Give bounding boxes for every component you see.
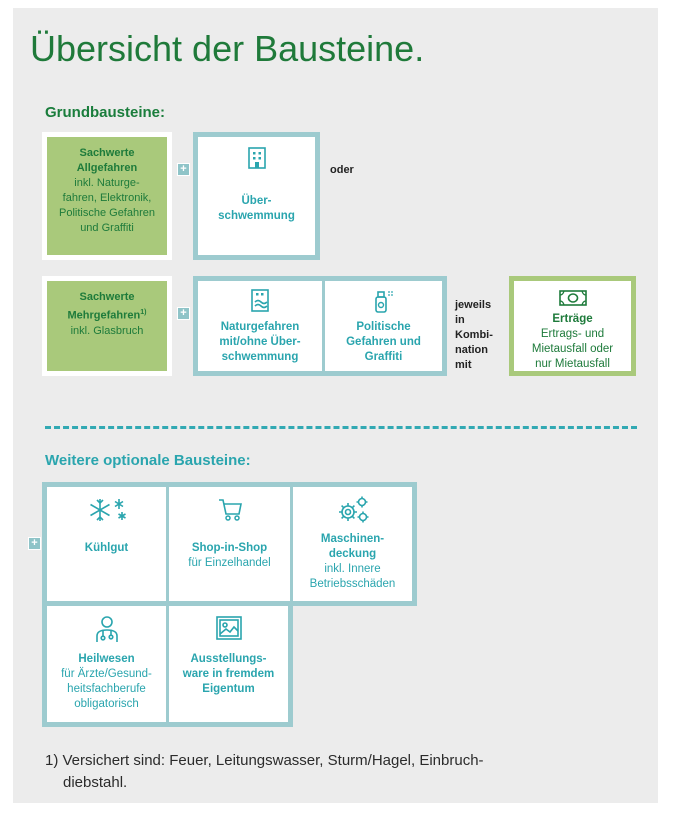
shop-box: Shop-in-Shop für Einzelhandel bbox=[166, 482, 293, 606]
page-title: Übersicht der Bausteine. bbox=[30, 28, 425, 69]
footnote-marker: 1) bbox=[140, 309, 147, 316]
doctor-icon bbox=[95, 616, 118, 642]
allgefahren-title: Sachwerte Allgefahren bbox=[76, 147, 138, 174]
allgefahren-box: Sachwerte Allgefahren inkl. Naturge-fahr… bbox=[42, 132, 172, 260]
building-storm-icon bbox=[251, 289, 269, 312]
allgefahren-text: inkl. Naturge-fahren, Elektronik,Politis… bbox=[59, 177, 155, 234]
shopping-cart-icon bbox=[218, 499, 242, 521]
kuehlgut-box: Kühlgut bbox=[42, 482, 169, 606]
spray-can-icon bbox=[374, 291, 393, 313]
banknote-icon bbox=[558, 290, 587, 306]
grundbausteine-heading: Grundbausteine: bbox=[45, 104, 166, 121]
mehrgefahren-text: inkl. Glasbruch bbox=[70, 324, 144, 337]
building-flood-icon bbox=[247, 147, 266, 169]
footnote: 1) Versichert sind: Feuer, Leitungswasse… bbox=[45, 752, 484, 791]
optional-heading: Weitere optionale Bausteine: bbox=[45, 452, 251, 469]
oder-label: oder bbox=[330, 164, 354, 176]
heilwesen-title: Heilwesen bbox=[78, 653, 135, 665]
heilwesen-label: Heilwesen für Ärzte/Gesund-heitsfachberu… bbox=[51, 652, 162, 712]
maschinen-title: Maschinen-deckung bbox=[320, 533, 385, 560]
optional-row-2: Heilwesen für Ärzte/Gesund-heitsfachberu… bbox=[42, 603, 293, 727]
shop-text: für Einzelhandel bbox=[188, 557, 271, 569]
shop-label: Shop-in-Shop für Einzelhandel bbox=[173, 541, 286, 571]
plus-icon: + bbox=[177, 307, 190, 320]
kuehlgut-label: Kühlgut bbox=[84, 542, 129, 554]
ueberschwemmung-label: Über-schwemmung bbox=[218, 195, 295, 222]
snowflake-icon bbox=[89, 499, 126, 521]
ueberschwemmung-box: Über-schwemmung bbox=[193, 132, 320, 260]
shop-title: Shop-in-Shop bbox=[191, 542, 268, 554]
picture-icon bbox=[215, 616, 242, 640]
gears-icon bbox=[338, 496, 368, 523]
ertraege-title: Erträge bbox=[552, 313, 593, 325]
plus-icon: + bbox=[28, 537, 41, 550]
section-divider bbox=[45, 426, 637, 429]
heilwesen-box: Heilwesen für Ärzte/Gesund-heitsfachberu… bbox=[42, 603, 169, 727]
plus-icon: + bbox=[177, 163, 190, 176]
optional-row-1: Kühlgut Shop-in-Shop für Einzelhandel Ma… bbox=[42, 482, 417, 606]
